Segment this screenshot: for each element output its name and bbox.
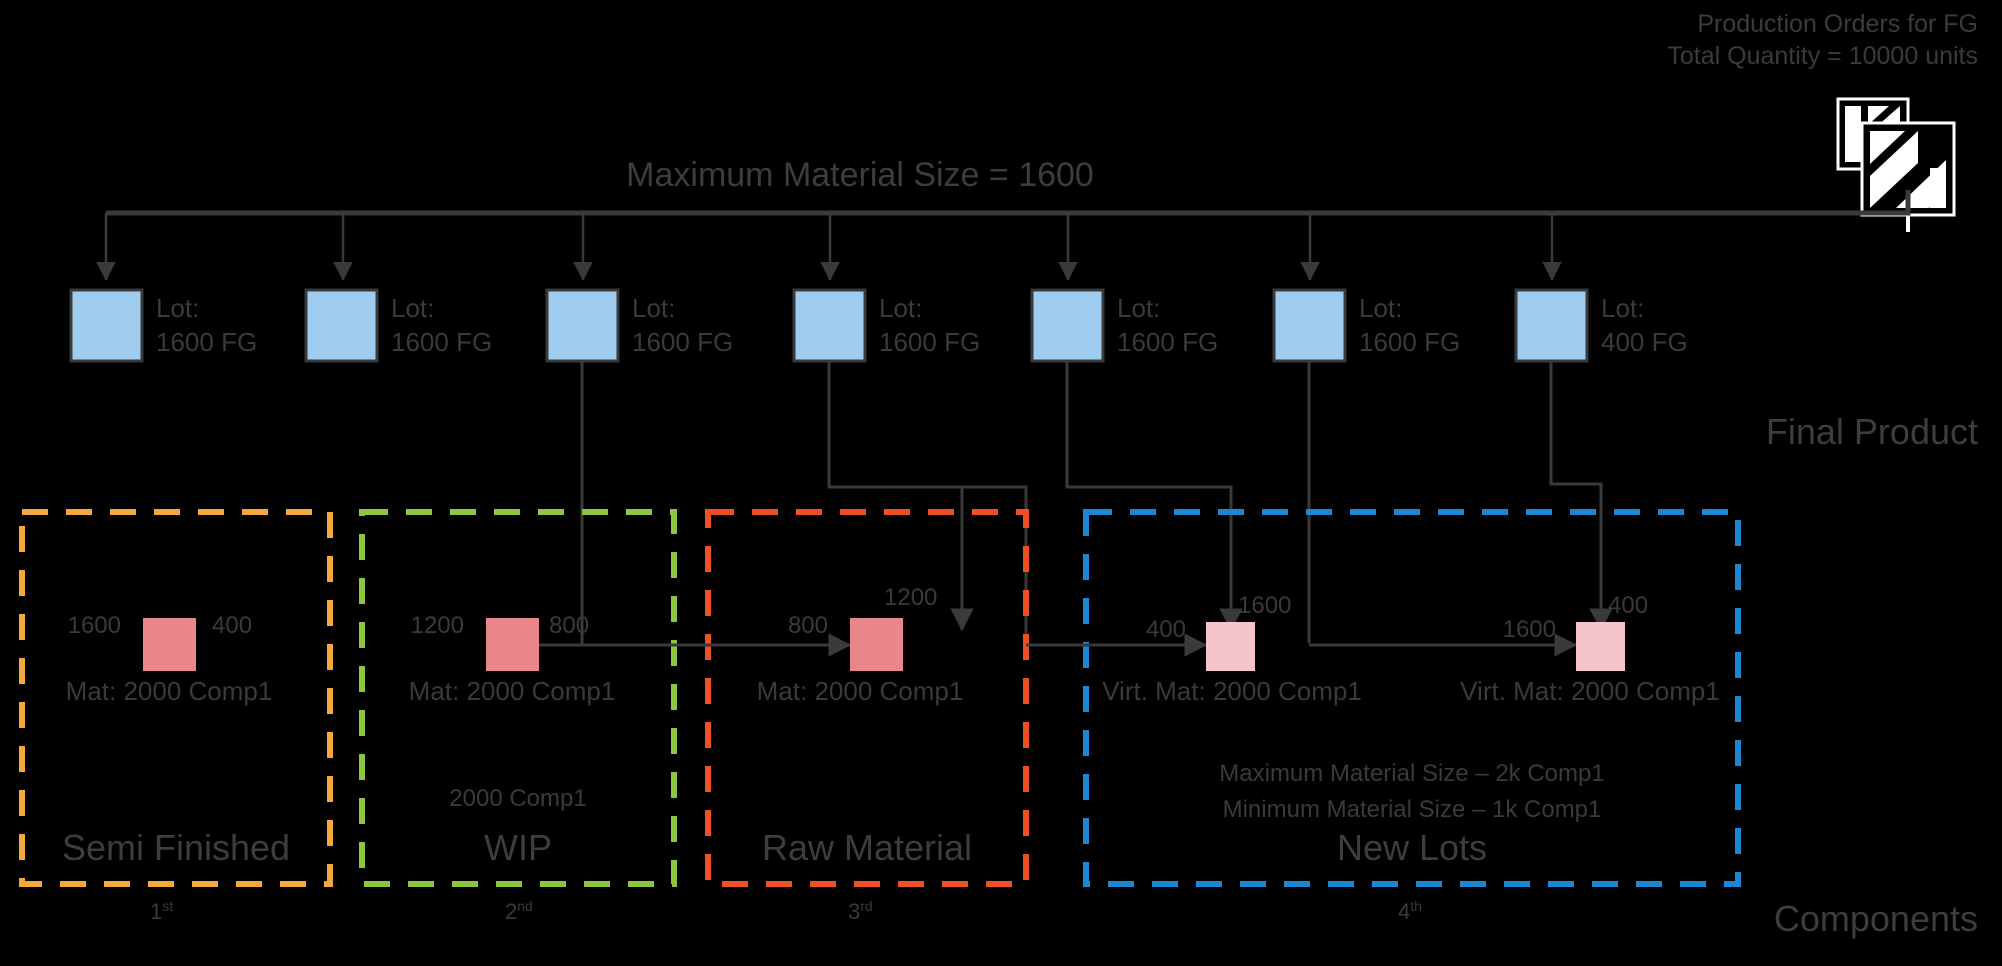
lot-node-6[interactable]: Lot: 1600 FG <box>1272 288 1460 363</box>
material-label: Mat: 2000 Comp1 <box>409 676 616 706</box>
material-flow-arrows <box>510 633 1578 657</box>
material-right-qty: 1200 <box>884 584 937 611</box>
material-left-qty: 1600 <box>68 612 121 639</box>
lot-node-1[interactable]: Lot: 1600 FG <box>69 288 257 363</box>
lot-label: Lot: <box>632 293 675 323</box>
lot-swatch <box>69 288 144 363</box>
virtual-material-swatch <box>1576 622 1625 671</box>
material-right-qty: 800 <box>549 612 589 639</box>
lot-label: Lot: <box>1117 293 1160 323</box>
lot-label: Lot: <box>391 293 434 323</box>
group-box-new-lots <box>1083 509 1741 887</box>
material-right-qty: 400 <box>212 612 252 639</box>
page-title: Maximum Material Size = 1600 <box>626 156 1094 194</box>
lot-value: 1600 FG <box>1117 327 1218 357</box>
group-note-new-lots-2: Minimum Material Size – 1k Comp1 <box>1223 796 1602 823</box>
material-left-qty: 800 <box>788 612 828 639</box>
lot-swatch <box>545 288 620 363</box>
lot-node-5[interactable]: Lot: 1600 FG <box>1030 288 1218 363</box>
material-node-new-lot-2[interactable]: 1600 400 Virt. Mat: 2000 Comp1 <box>1460 592 1720 706</box>
final-product-label: Final Product <box>1766 411 1978 452</box>
lot-node-4[interactable]: Lot: 1600 FG <box>792 288 980 363</box>
lot-label: Lot: <box>1359 293 1402 323</box>
material-node-wip[interactable]: 1200 800 Mat: 2000 Comp1 <box>409 612 616 706</box>
lot-label: Lot: <box>1601 293 1644 323</box>
group-title-raw-material: Raw Material <box>762 827 972 868</box>
lot-to-material-connectors <box>580 361 1613 643</box>
group-title-new-lots: New Lots <box>1337 827 1487 868</box>
lot-node-2[interactable]: Lot: 1600 FG <box>304 288 492 363</box>
ordinal-1: 1st <box>150 898 173 924</box>
material-right-qty: 400 <box>1608 592 1648 619</box>
header-line-1: Production Orders for FG <box>1697 10 1978 38</box>
lot-swatch <box>792 288 867 363</box>
material-left-qty: 1200 <box>411 612 464 639</box>
material-node-semi-finished[interactable]: 1600 400 Mat: 2000 Comp1 <box>66 612 273 706</box>
group-box-wip <box>359 509 677 887</box>
group-ordinals: 1st 2nd 3rd 4th <box>150 898 1422 924</box>
lot-value: 1600 FG <box>1359 327 1460 357</box>
distribution-bus <box>96 190 1911 282</box>
lot-value: 1600 FG <box>156 327 257 357</box>
lot-row: Lot: 1600 FG Lot: 1600 FG Lot: 1600 FG L… <box>69 288 1688 363</box>
group-title-semi-finished: Semi Finished <box>62 827 290 868</box>
material-swatch <box>850 618 903 671</box>
lot-swatch <box>1514 288 1589 363</box>
ordinal-2: 2nd <box>505 898 533 924</box>
material-swatch <box>143 618 196 671</box>
material-right-qty: 1600 <box>1238 592 1291 619</box>
virtual-material-swatch <box>1206 622 1255 671</box>
group-title-wip: WIP <box>484 827 552 868</box>
material-node-new-lot-1[interactable]: 400 1600 Virt. Mat: 2000 Comp1 <box>1102 592 1362 706</box>
lot-swatch <box>1030 288 1105 363</box>
lot-node-7[interactable]: Lot: 400 FG <box>1514 288 1688 363</box>
material-row: 1600 400 Mat: 2000 Comp1 1200 800 Mat: 2… <box>66 584 1720 706</box>
lot-node-3[interactable]: Lot: 1600 FG <box>545 288 733 363</box>
group-note-new-lots-1: Maximum Material Size – 2k Comp1 <box>1219 760 1604 787</box>
lot-swatch <box>304 288 379 363</box>
material-label: Virt. Mat: 2000 Comp1 <box>1102 676 1362 706</box>
material-node-raw[interactable]: 800 1200 Mat: 2000 Comp1 <box>757 584 964 706</box>
material-left-qty: 400 <box>1146 616 1186 643</box>
lot-value: 1600 FG <box>632 327 733 357</box>
material-label: Virt. Mat: 2000 Comp1 <box>1460 676 1720 706</box>
lot-label: Lot: <box>156 293 199 323</box>
ordinal-3: 3rd <box>848 898 873 924</box>
material-label: Mat: 2000 Comp1 <box>66 676 273 706</box>
material-swatch <box>486 618 539 671</box>
material-left-qty: 1600 <box>1503 616 1556 643</box>
lot-value: 400 FG <box>1601 327 1688 357</box>
lot-label: Lot: <box>879 293 922 323</box>
header-block: Production Orders for FG Total Quantity … <box>1667 10 1978 70</box>
group-boxes <box>19 509 1741 887</box>
ordinal-4: 4th <box>1398 898 1422 924</box>
group-note-wip-1: 2000 Comp1 <box>449 785 586 812</box>
lot-swatch <box>1272 288 1347 363</box>
header-line-2: Total Quantity = 10000 units <box>1667 42 1978 70</box>
components-label: Components <box>1774 898 1978 939</box>
lot-value: 1600 FG <box>879 327 980 357</box>
group-box-semi-finished <box>19 509 333 887</box>
lot-value: 1600 FG <box>391 327 492 357</box>
material-label: Mat: 2000 Comp1 <box>757 676 964 706</box>
group-titles: Semi Finished 2000 Comp1 WIP Raw Materia… <box>62 760 1605 868</box>
group-box-raw-material <box>705 509 1029 887</box>
